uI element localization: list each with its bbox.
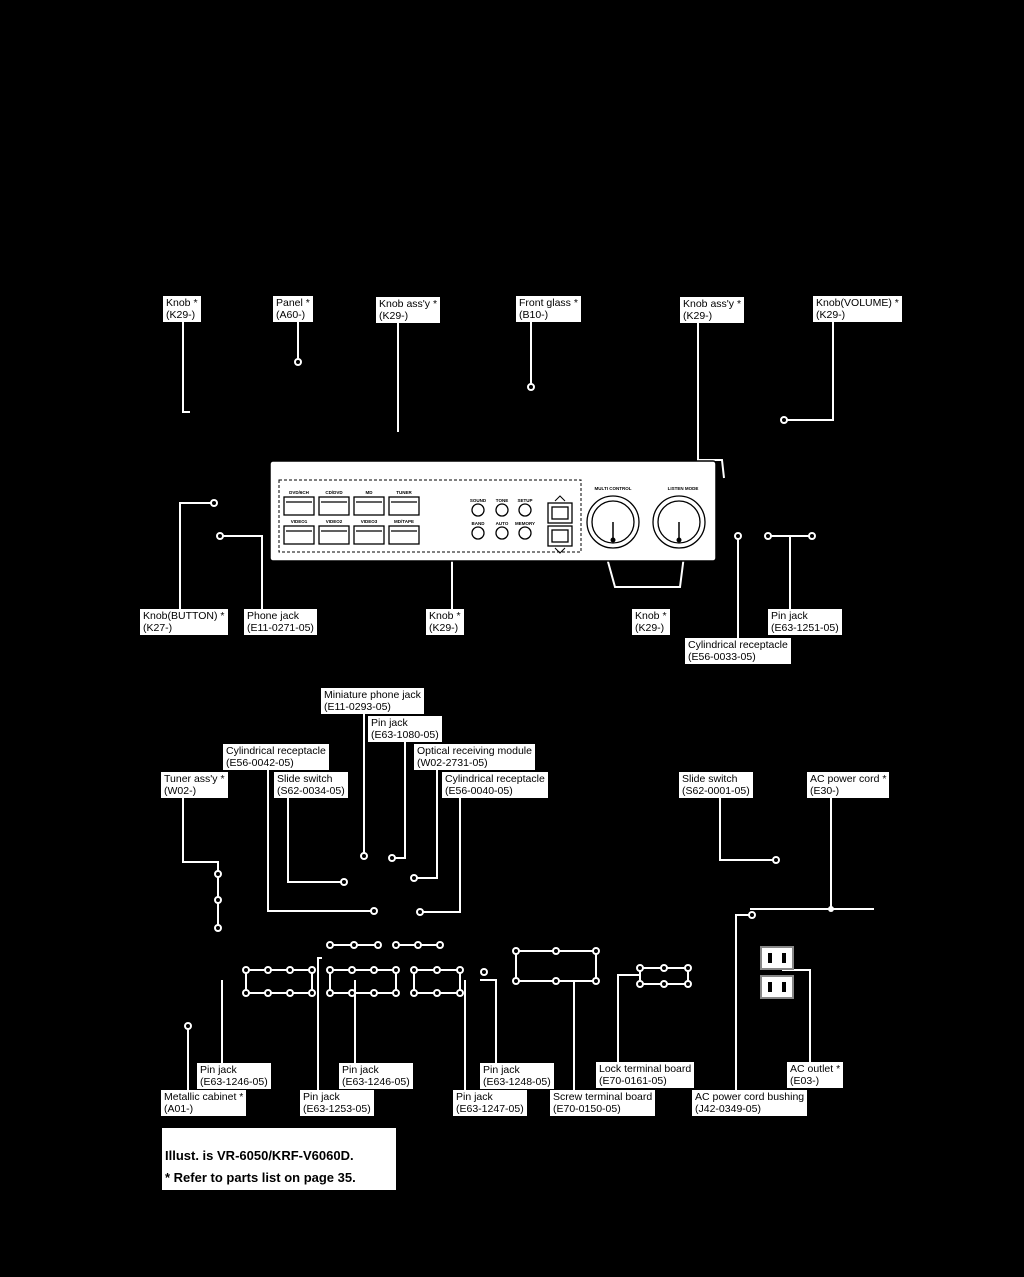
label-mini-phone-jack: Miniature phone jack(E11-0293-05) [321,688,424,714]
front-panel: DVD/6CH CD/DVD MD TUNER VIDEO1 VIDEO2 VI… [269,460,717,562]
btn-tuner-label: TUNER [396,490,412,495]
label-pin-jack-1246-b: Pin jack(E63-1246-05) [339,1063,413,1089]
label-ac-cord-bushing: AC power cord bushing(J42-0349-05) [692,1090,808,1116]
note-illustration: Illust. is VR-6050/KRF-V6060D. [165,1148,354,1163]
leader-slide-0001 [719,798,776,861]
leader-pin-1080 [392,740,406,859]
label-knob-dual: Knob *(K29-) [632,609,670,635]
label-knob-assy-2: Knob ass'y *(K29-) [680,297,745,323]
knob-listen-mode-label: LISTEN MODE [668,486,699,491]
label-pin-jack-1247: Pin jack(E63-1247-05) [453,1090,527,1116]
leader-cyl-0040 [420,798,461,913]
illustration-note: Illust. is VR-6050/KRF-V6060D. * Refer t… [162,1128,396,1190]
note-parts-list: * Refer to parts list on page 35. [165,1170,356,1185]
label-optical-module: Optical receiving module(W02-2731-05) [414,744,535,770]
label-screw-terminal: Screw terminal board(E70-0150-05) [550,1090,656,1116]
label-lock-terminal: Lock terminal board(E70-0161-05) [596,1062,695,1088]
btn-video3-label: VIDEO3 [361,519,378,524]
label-front-glass: Front glass *(B10-) [516,296,581,322]
leader-pin-1248 [480,979,497,1065]
cord-node [828,906,834,912]
leader-cyl-0042 [267,768,374,912]
btn-sound-label: SOUND [470,498,487,503]
label-ac-outlet: AC outlet *(E03-) [787,1062,844,1088]
connector-dots [184,358,816,1030]
label-knob-volume: Knob(VOLUME) *(K29-) [813,296,902,322]
label-tuner-assy: Tuner ass'y *(W02-) [161,772,228,798]
label-pin-jack-1246-a: Pin jack(E63-1246-05) [197,1063,271,1089]
label-cyl-receptacle-front: Cylindrical receptacle(E56-0033-05) [685,638,791,664]
label-ac-power-cord: AC power cord *(E30-) [807,772,890,798]
leader-pin-1253 [317,957,322,1090]
leader-optical [414,768,438,879]
knob-multi-control-label: MULTI CONTROL [595,486,632,491]
label-phone-jack: Phone jack(E11-0271-05) [244,609,317,635]
btn-md-label: MD [366,490,374,495]
btn-setup-label: SETUP [517,498,532,503]
leader-knob-top-left [182,320,190,413]
label-metallic-cabinet: Metallic cabinet *(A01-) [161,1090,247,1116]
label-pin-jack-front: Pin jack(E63-1251-05) [768,609,842,635]
leader-ac-bushing [735,914,752,1090]
leader-phone-jack [220,535,263,610]
screw-terminal-board [515,950,597,982]
label-pin-jack-1080: Pin jack(E63-1080-05) [368,716,442,742]
btn-tone-label: TONE [496,498,508,503]
leader-tuner [182,798,219,928]
btn-cddvd-label: CD/DVD [325,490,343,495]
label-cyl-receptacle-0040: Cylindrical receptacle(E56-0040-05) [442,772,548,798]
btn-auto-label: AUTO [496,521,509,526]
leader-knob-volume [784,320,834,421]
leader-knob-dual [601,539,687,588]
btn-mdtape-label: MD/TAPE [394,519,414,524]
label-slide-switch-0001: Slide switch(S62-0001-05) [679,772,753,798]
leader-knob-assy-2 [697,320,725,479]
btn-video2-label: VIDEO2 [326,519,343,524]
ac-outlet-blocks [760,946,794,999]
leader-lock-terminal [617,974,640,1065]
label-pin-jack-1248: Pin jack(E63-1248-05) [480,1063,554,1089]
label-knob-mid: Knob *(K29-) [426,609,464,635]
pin-jack-block-1246-b [329,969,397,994]
label-panel: Panel *(A60-) [273,296,313,322]
pin-jack-block-1246-a [245,969,313,994]
btn-band-label: BAND [472,521,486,526]
btn-video1-label: VIDEO1 [291,519,308,524]
label-slide-switch-0034: Slide switch(S62-0034-05) [274,772,348,798]
btn-dvd6ch-label: DVD/6CH [289,490,309,495]
label-pin-jack-1253: Pin jack(E63-1253-05) [300,1090,374,1116]
label-knob-assy-1: Knob ass'y *(K29-) [376,297,441,323]
label-knob-top-left: Knob *(K29-) [163,296,201,322]
leader-slide-0034 [287,798,344,883]
label-cyl-receptacle-0042: Cylindrical receptacle(E56-0042-05) [223,744,329,770]
label-knob-button: Knob(BUTTON) *(K27-) [140,609,228,635]
leader-knob-button [179,502,214,610]
btn-memory-label: MEMORY [515,521,535,526]
